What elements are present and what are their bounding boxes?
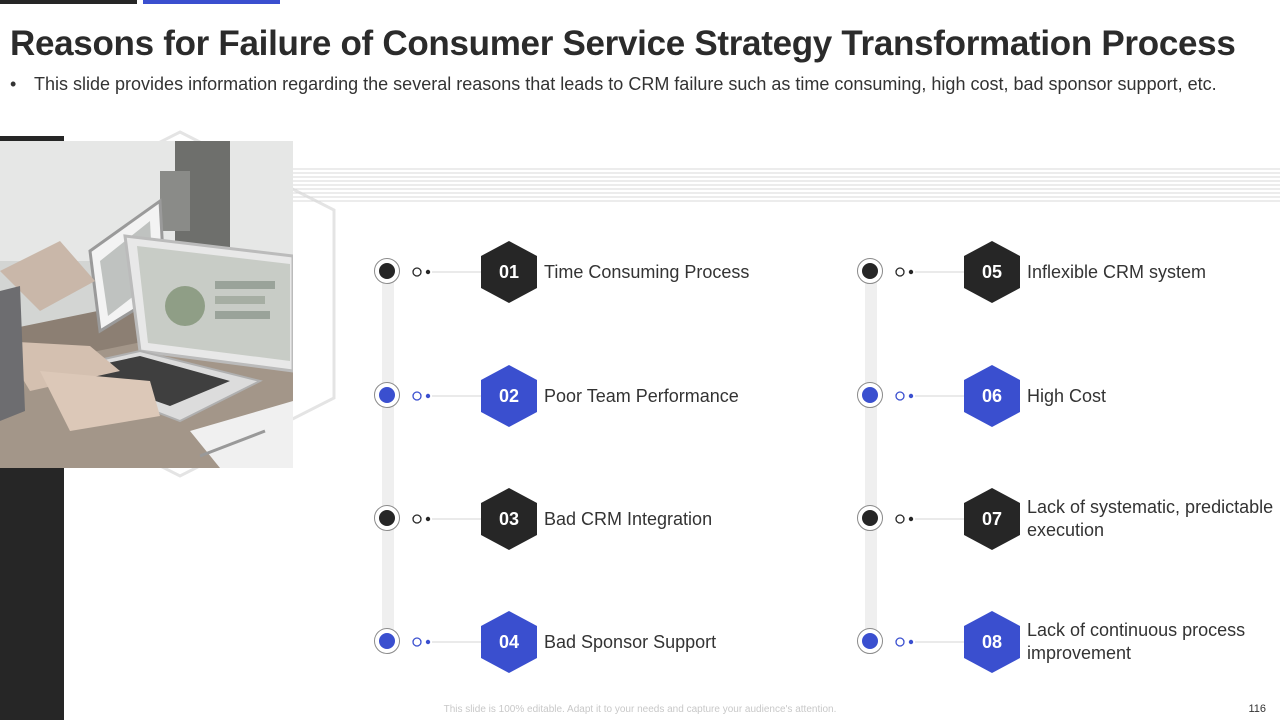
reason-item-07: 07 Lack of systematic, predictable execu…: [857, 487, 1277, 551]
hexagon-badge: [964, 488, 1020, 550]
hexagon-badge: [964, 241, 1020, 303]
connector-icon: [895, 267, 965, 277]
top-accent-bar-dark: [0, 0, 137, 4]
connector-icon: [895, 514, 965, 524]
slide-description: • This slide provides information regard…: [10, 74, 1232, 94]
reason-label: Poor Team Performance: [544, 385, 739, 406]
reason-number: 02: [498, 386, 520, 406]
office-laptop-photo: [0, 141, 293, 468]
hexagon-badge: [481, 488, 537, 550]
connector-icon: [412, 514, 482, 524]
striped-band-decoration: [292, 168, 1280, 202]
description-text: This slide provides information regardin…: [34, 74, 1217, 94]
slide-title: Reasons for Failure of Consumer Service …: [10, 24, 1236, 63]
timeline-dot: [857, 382, 883, 408]
connector-icon: [895, 391, 965, 401]
reason-label: Lack of systematic, predictable executio…: [1027, 497, 1274, 540]
timeline-dot: [374, 628, 400, 654]
page-number: 116: [1248, 703, 1266, 715]
reason-number: 04: [498, 632, 520, 652]
reason-label: High Cost: [1027, 385, 1107, 406]
timeline-dot: [374, 382, 400, 408]
bullet-icon: •: [10, 74, 17, 94]
reason-label: Inflexible CRM system: [1027, 261, 1207, 282]
reason-item-08: 08 Lack of continuous process improvemen…: [857, 610, 1277, 674]
top-accent-bar-blue: [143, 0, 280, 4]
reason-number: 03: [498, 509, 520, 529]
connector-icon: [895, 637, 965, 647]
hexagon-badge: [481, 611, 537, 673]
timeline-dot: [374, 258, 400, 284]
reason-number: 07: [981, 509, 1003, 529]
reason-label: Bad Sponsor Support: [544, 631, 717, 652]
connector-icon: [412, 637, 482, 647]
connector-icon: [412, 391, 482, 401]
hexagon-badge: [964, 611, 1020, 673]
reason-number: 01: [498, 262, 520, 282]
timeline-dot: [857, 258, 883, 284]
timeline-dot: [374, 505, 400, 531]
timeline-dot: [857, 505, 883, 531]
timeline-rail-left: [382, 280, 394, 640]
reason-item-05: 05 Inflexible CRM system: [857, 240, 1277, 304]
reason-item-04: 04 Bad Sponsor Support: [374, 610, 794, 674]
reason-item-02: 02 Poor Team Performance: [374, 364, 794, 428]
reason-item-03: 03 Bad CRM Integration: [374, 487, 794, 551]
timeline-rail-right: [865, 280, 877, 640]
reason-label: Bad CRM Integration: [544, 508, 713, 529]
hexagon-badge: [481, 365, 537, 427]
reason-number: 08: [981, 632, 1003, 652]
reason-item-06: 06 High Cost: [857, 364, 1277, 428]
reason-number: 06: [981, 386, 1003, 406]
reason-label: Time Consuming Process: [544, 261, 750, 282]
footer-note: This slide is 100% editable. Adapt it to…: [443, 704, 837, 715]
connector-icon: [412, 267, 482, 277]
reason-label: Lack of continuous process improvement: [1027, 620, 1246, 663]
reason-number: 05: [981, 262, 1003, 282]
hexagon-badge: [964, 365, 1020, 427]
reason-item-01: 01 Time Consuming Process: [374, 240, 794, 304]
hexagon-badge: [481, 241, 537, 303]
timeline-dot: [857, 628, 883, 654]
